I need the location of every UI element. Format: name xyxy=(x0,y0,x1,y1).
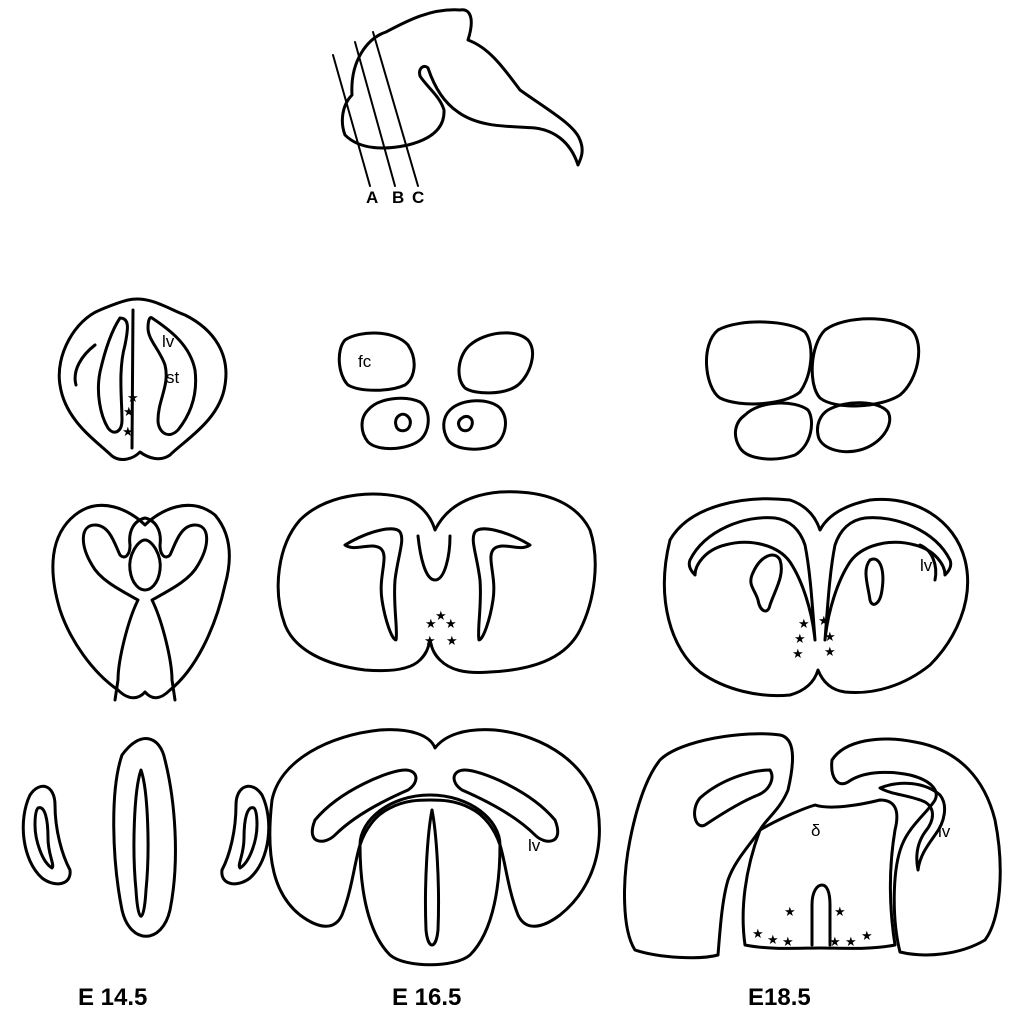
cut-line-b xyxy=(355,42,395,186)
marker-star: ★ xyxy=(829,934,841,949)
label-lv: lv xyxy=(920,556,933,575)
marker-star: ★ xyxy=(824,644,836,659)
head-outline xyxy=(342,10,582,165)
cut-label-b: B xyxy=(392,188,404,207)
stage-label-e16-5: E 16.5 xyxy=(392,984,461,1011)
e18-5-section-c: δ lv ★ ★ ★ ★ ★ ★ ★ ★ xyxy=(625,734,1001,958)
marker-star: ★ xyxy=(818,613,830,628)
e14-5-section-a: lv st ★ ★ ★ xyxy=(59,299,226,459)
label-fc: fc xyxy=(358,352,372,371)
marker-star: ★ xyxy=(752,926,764,941)
e18-5-section-a xyxy=(706,319,918,459)
marker-star: ★ xyxy=(834,904,846,919)
cut-line-c xyxy=(373,32,418,186)
label-lv: lv xyxy=(528,836,541,855)
marker-star: ★ xyxy=(798,616,810,631)
stage-label-e14-5: E 14.5 xyxy=(78,984,147,1011)
e16-5-section-a: fc xyxy=(339,333,532,449)
marker-star: ★ xyxy=(792,646,804,661)
marker-star: ★ xyxy=(845,934,857,949)
marker-star: ★ xyxy=(424,633,436,648)
marker-star: ★ xyxy=(782,934,794,949)
embryo-head-sketch: A B C xyxy=(333,10,582,207)
stage-label-e18-5: E18.5 xyxy=(748,984,811,1011)
e16-5-section-c: lv xyxy=(270,730,600,965)
marker-star: ★ xyxy=(446,633,458,648)
marker-star: ★ xyxy=(767,932,779,947)
label-lv: lv xyxy=(162,332,175,351)
marker-star: ★ xyxy=(824,629,836,644)
marker-star: ★ xyxy=(123,404,135,419)
column-e18-5: lv ★ ★ ★ ★ ★ ★ δ lv ★ ★ ★ ★ ★ ★ ★ ★ xyxy=(625,319,1001,1011)
e14-5-section-b xyxy=(53,505,230,700)
marker-star: ★ xyxy=(794,631,806,646)
column-e14-5: lv st ★ ★ ★ E 14.5 xyxy=(23,299,269,1011)
label-lv: lv xyxy=(938,822,951,841)
label-st: st xyxy=(166,368,180,387)
e14-5-section-c xyxy=(23,739,269,937)
marker-star: ★ xyxy=(127,390,139,405)
e16-5-section-b: ★ ★ ★ ★ ★ xyxy=(278,492,595,673)
marker-star: ★ xyxy=(861,928,873,943)
marker-star: ★ xyxy=(122,424,134,439)
label-delta: δ xyxy=(811,821,820,840)
marker-star: ★ xyxy=(445,616,457,631)
cut-label-a: A xyxy=(366,188,378,207)
e18-5-section-b: lv ★ ★ ★ ★ ★ ★ xyxy=(664,499,967,696)
column-e16-5: fc ★ ★ ★ ★ ★ lv E 16.5 xyxy=(270,333,600,1011)
cut-label-c: C xyxy=(412,188,424,207)
marker-star: ★ xyxy=(784,904,796,919)
